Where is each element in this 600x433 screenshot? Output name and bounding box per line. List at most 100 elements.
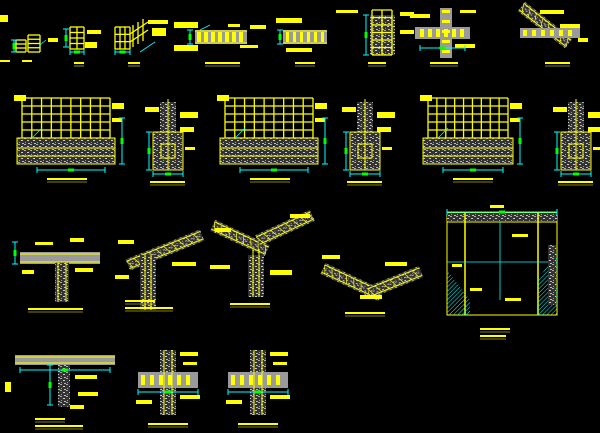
detail-cross-joint-2 <box>136 350 200 428</box>
annotation-text-block <box>118 240 134 244</box>
truss-diagonal <box>255 236 264 243</box>
annotation-text-block <box>150 181 185 183</box>
detail-t-joint <box>12 238 100 313</box>
detail-diagonal-joint <box>517 1 588 67</box>
stirrup <box>211 32 215 42</box>
annotation-text-block <box>505 298 521 301</box>
dimension-marker <box>470 168 476 172</box>
annotation-text-block <box>183 362 197 365</box>
detail-column <box>336 9 414 67</box>
truss-diagonal <box>353 278 355 288</box>
dimension-marker <box>64 35 68 41</box>
truss-diagonal <box>250 238 252 248</box>
dimension-marker <box>62 368 68 372</box>
annotation-text-block <box>145 107 159 112</box>
annotation-text-block <box>345 312 385 314</box>
annotation-text-block <box>377 127 391 132</box>
stirrup <box>314 32 317 42</box>
annotation-text-block <box>148 20 168 24</box>
annotation-text-block <box>545 62 570 64</box>
stirrup <box>436 29 440 37</box>
detail-wall-panel-1 <box>14 95 125 183</box>
beam-concrete <box>366 265 424 299</box>
hatch-left <box>447 270 470 315</box>
stirrup <box>240 375 244 385</box>
truss-diagonal <box>534 13 537 23</box>
beam-rebar-bottom <box>259 218 315 245</box>
dimension-marker <box>12 43 16 49</box>
annotation-text-block <box>185 147 195 150</box>
annotation-text-block <box>270 352 288 356</box>
annotation-text-block <box>480 328 510 330</box>
stirrup <box>232 32 236 42</box>
stirrup <box>442 40 450 43</box>
annotation-text-block <box>286 48 312 52</box>
truss-diagonal <box>192 234 201 241</box>
dimension-marker <box>120 138 124 144</box>
stirrup <box>442 10 450 13</box>
dimension-marker <box>48 382 52 388</box>
dimension-marker <box>344 148 348 154</box>
annotation-text-block <box>0 60 10 62</box>
annotation-text-block <box>215 228 231 232</box>
truss-diagonal <box>331 268 333 278</box>
concrete-outline <box>16 137 116 165</box>
annotation-text-block <box>347 181 382 183</box>
annotation-text-block <box>400 12 414 16</box>
truss-diagonal <box>382 282 390 289</box>
annotation-text-block <box>74 62 84 64</box>
concrete-outline <box>219 137 319 165</box>
annotation-text-block <box>593 147 600 150</box>
beam-rebar-bottom <box>210 228 266 255</box>
annotation-text-block <box>290 214 310 218</box>
beam-rebar-bottom <box>321 271 380 300</box>
stirrup <box>300 32 303 42</box>
stirrup <box>321 32 324 42</box>
truss-diagonal <box>404 273 412 280</box>
truss-diagonal <box>411 270 419 277</box>
dimension-marker <box>271 168 277 172</box>
truss-diagonal <box>133 258 141 265</box>
leader-line <box>199 24 211 31</box>
dimension-marker <box>255 390 261 394</box>
annotation-text-block <box>315 103 327 109</box>
annotation-text-block <box>48 38 58 42</box>
leader-line <box>139 41 156 53</box>
annotation-text-block <box>240 45 258 48</box>
truss-diagonal <box>367 288 375 295</box>
stirrup <box>231 375 235 385</box>
annotation-text-block <box>460 10 476 13</box>
leader-line <box>437 127 449 139</box>
detail-wall-panel-3 <box>420 95 523 183</box>
annotation-text-block <box>115 275 129 279</box>
truss-diagonal <box>243 235 245 245</box>
stirrup <box>293 32 296 42</box>
annotation-text-block <box>174 45 198 51</box>
rebar <box>129 29 149 43</box>
detail-small-sections <box>0 15 58 62</box>
annotation-text-block <box>228 24 240 27</box>
truss-diagonal <box>155 249 164 256</box>
annotation-text-block <box>490 205 504 208</box>
dimension-marker <box>147 148 151 154</box>
detail-beam-1 <box>174 22 266 67</box>
detail-grid <box>63 26 101 67</box>
annotation-text-block <box>128 62 140 64</box>
slab-concrete <box>20 252 100 264</box>
annotation-text-block <box>250 178 290 180</box>
annotation-text-block <box>276 18 302 23</box>
annotation-text-block <box>85 42 97 48</box>
annotation-text-block <box>250 25 266 29</box>
stirrup <box>307 32 310 42</box>
dimension-marker <box>278 34 282 40</box>
stirrup <box>460 29 464 37</box>
section-box <box>0 15 8 22</box>
annotation-text-block <box>205 62 240 64</box>
truss-diagonal <box>163 246 171 253</box>
annotation-text-block <box>558 181 593 183</box>
stirrup <box>523 30 527 36</box>
annotation-text-block <box>125 307 173 309</box>
beam-rebar-top <box>367 267 420 290</box>
detail-sloped-joint <box>115 229 205 312</box>
truss-diagonal <box>389 279 397 286</box>
